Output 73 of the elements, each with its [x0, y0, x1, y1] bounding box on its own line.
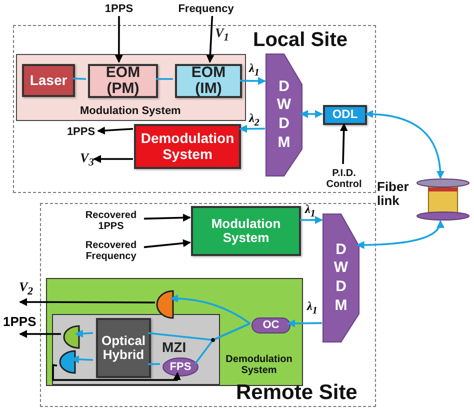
system-panel: [16, 54, 246, 121]
node-label: EOM (IM): [190, 64, 227, 98]
panel-heading: Local Site: [253, 29, 348, 51]
multiplexer-shape: [266, 54, 302, 176]
panel-heading: Modulation System: [80, 105, 181, 118]
arrow: [170, 294, 251, 324]
edge-label: λ$_{2}$: [248, 112, 260, 128]
arrow: [52, 364, 181, 381]
node-caption: Fiber link: [377, 180, 410, 208]
interferometer-panel: [52, 314, 220, 385]
arrow: [144, 214, 191, 222]
connector-line: [72, 78, 86, 80]
node-label: Laser: [30, 72, 68, 88]
connector-line: [194, 322, 250, 365]
connector-line: [156, 78, 173, 80]
arrow: [19, 298, 155, 306]
edge-label: λ$_{1}$: [306, 300, 318, 316]
signal-label: Recovered 1PPS: [77, 208, 145, 234]
node-label: ODL: [332, 108, 358, 122]
panel-heading: Demodulation System: [224, 354, 294, 376]
node-label: Optical Hybrid: [101, 334, 146, 362]
node-label: EOM (PM): [104, 64, 142, 98]
signal-label: 1PPS: [63, 125, 99, 139]
signal-label: Recovered Frequency: [77, 237, 145, 265]
control-label: P.I.D. Control: [317, 165, 371, 193]
arrow: [239, 124, 265, 133]
arrow: [93, 155, 133, 163]
node-label: Demodulation System: [140, 131, 234, 162]
arrow: [356, 220, 444, 249]
node-label: FPS: [170, 360, 192, 374]
connector-line: [148, 363, 160, 366]
edge-label: λ$_{1}$: [248, 62, 260, 78]
arrow: [206, 16, 214, 63]
process-box: [88, 64, 158, 98]
node-label: DWDM: [276, 78, 292, 152]
photodetector-symbol: [60, 351, 75, 373]
signal-label: V$_{3}$: [79, 152, 95, 168]
component-label: MZI: [162, 340, 186, 356]
edge-label: 1PPS: [2, 315, 38, 330]
node-label: OC: [262, 319, 280, 332]
arrow: [97, 126, 134, 135]
process-box: [22, 64, 75, 97]
photodetector-symbol: [64, 326, 79, 348]
arrow: [365, 110, 444, 179]
node-label: Modulation System: [210, 216, 282, 246]
system-panel: [46, 278, 303, 386]
signal-label: V$_{1}$: [215, 26, 230, 44]
photodetector-symbol: [157, 291, 173, 318]
arrow: [340, 123, 348, 164]
edge-label: V$_{2}$: [18, 280, 34, 298]
arrow: [300, 110, 323, 118]
arrow: [287, 319, 322, 328]
arrow: [300, 216, 323, 224]
signal-label: 1PPS: [98, 2, 140, 16]
process-box: [191, 206, 301, 256]
signal-label: Frequency: [175, 2, 237, 16]
edge-label: λ$_{1}$: [304, 203, 316, 220]
arrow: [19, 330, 61, 338]
arrow: [114, 16, 123, 63]
node-label: DWDM: [334, 240, 348, 316]
site-boundary: [13, 25, 376, 193]
site-boundary: [40, 203, 376, 407]
arrow: [240, 76, 266, 85]
process-box: [96, 318, 151, 378]
phase-shifter-ellipse: [163, 358, 198, 376]
process-box: [134, 124, 241, 169]
process-box: [323, 105, 367, 125]
panel-heading: Remote Site: [236, 381, 358, 404]
process-box: [175, 64, 242, 98]
arrow: [144, 239, 191, 248]
multiplexer-shape: [323, 214, 359, 342]
arrow: [75, 330, 94, 338]
coupler-pill: [252, 318, 290, 333]
